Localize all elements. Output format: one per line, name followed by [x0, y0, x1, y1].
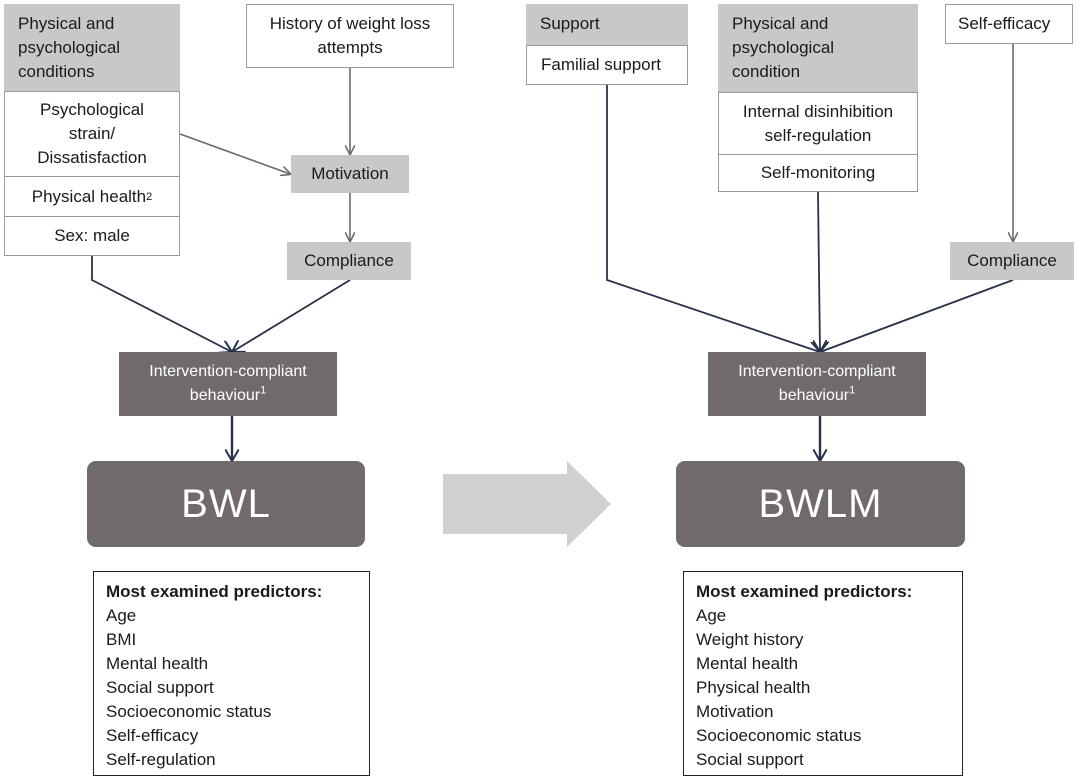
arrow-compliance-to-behaviour-right	[820, 279, 1014, 352]
right-predictors-box: Most examined predictors: Age Weight his…	[683, 571, 963, 776]
left-behaviour-box: Intervention-compliant behaviour1	[119, 352, 337, 416]
left-outcome-box: BWL	[87, 461, 365, 547]
right-predictor-item: Social support	[696, 750, 804, 769]
footnote-marker: 1	[260, 384, 267, 397]
right-outcome-box: BWLM	[676, 461, 965, 547]
left-predictor-item: Socioeconomic status	[106, 702, 272, 721]
right-outcome-text: BWLM	[758, 482, 883, 526]
arrow-compliance-to-behaviour	[232, 279, 351, 352]
right-disinhibition-box: Internal disinhibition self-regulation	[718, 92, 918, 155]
right-condition-header-text: Physical and psychological condition	[732, 14, 835, 81]
left-predictors-title: Most examined predictors:	[106, 582, 323, 601]
left-predictor-item: Social support	[106, 678, 214, 697]
left-strain-box: Psychological strain/ Dissatisfaction	[4, 91, 180, 177]
right-compliance-box: Compliance	[950, 242, 1074, 280]
left-strain-text: Psychological strain/ Dissatisfaction	[37, 100, 147, 167]
right-familial-support-text: Familial support	[541, 55, 661, 74]
right-behaviour-text: Intervention-compliant behaviour	[738, 363, 896, 404]
arrow-self-monitoring-to-behaviour	[818, 191, 820, 352]
left-outcome-text: BWL	[181, 482, 271, 526]
right-disinhibition-text: Internal disinhibition self-regulation	[742, 101, 894, 145]
left-history-box: History of weight loss attempts	[246, 4, 454, 68]
left-predictor-item: Age	[106, 606, 137, 625]
left-behaviour-text: Intervention-compliant behaviour	[149, 363, 307, 404]
left-predictors-box: Most examined predictors: Age BMI Mental…	[93, 571, 370, 776]
arrow-sex-to-behaviour	[91, 256, 232, 352]
right-predictor-item: Socioeconomic status	[696, 726, 862, 745]
left-physical-health-text: Physical health	[31, 186, 147, 206]
left-motivation-text: Motivation	[311, 164, 389, 183]
left-motivation-box: Motivation	[291, 155, 409, 193]
footnote-marker: 1	[849, 384, 856, 397]
right-condition-header: Physical and psychological condition	[718, 4, 918, 92]
right-predictor-item: Physical health	[696, 678, 811, 697]
left-conditions-header-text: Physical and psychological conditions	[18, 14, 121, 81]
left-compliance-text: Compliance	[304, 251, 394, 270]
right-compliance-text: Compliance	[967, 251, 1057, 270]
left-history-text: History of weight loss attempts	[269, 14, 431, 57]
left-predictor-item: Self-efficacy	[106, 726, 199, 745]
right-predictor-item: Weight history	[696, 630, 804, 649]
right-support-header-text: Support	[540, 14, 600, 33]
right-predictor-item: Mental health	[696, 654, 799, 673]
right-self-monitoring-box: Self-monitoring	[718, 154, 918, 192]
right-behaviour-box: Intervention-compliant behaviour1	[708, 352, 926, 416]
arrow-familial-support-to-behaviour	[606, 83, 820, 352]
arrow-strain-to-motivation	[179, 133, 290, 174]
right-familial-support-box: Familial support	[526, 45, 688, 85]
left-conditions-header: Physical and psychological conditions	[4, 4, 180, 92]
right-self-efficacy-text: Self-efficacy	[958, 14, 1051, 33]
right-support-header: Support	[526, 4, 688, 46]
left-predictor-item: Mental health	[106, 654, 209, 673]
right-self-monitoring-text: Self-monitoring	[760, 163, 876, 182]
right-self-efficacy-box: Self-efficacy	[945, 4, 1073, 44]
left-predictor-item: Self-regulation	[106, 750, 216, 769]
right-predictor-item: Motivation	[696, 702, 774, 721]
right-predictors-title: Most examined predictors:	[696, 582, 913, 601]
left-sex-text: Sex: male	[54, 226, 130, 245]
left-compliance-box: Compliance	[287, 242, 411, 280]
right-predictor-item: Age	[696, 606, 727, 625]
transition-arrow	[443, 461, 611, 547]
left-sex-box: Sex: male	[4, 216, 180, 256]
left-predictor-item: BMI	[106, 630, 137, 649]
